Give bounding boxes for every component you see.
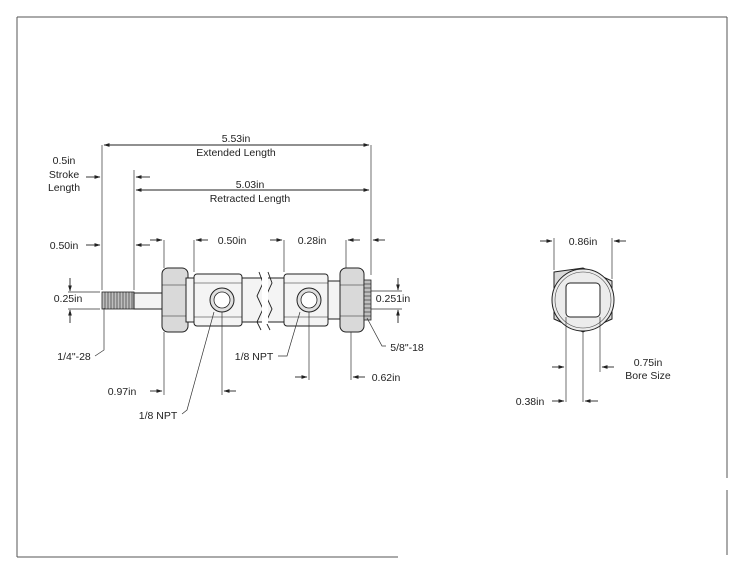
rear-port-callout: 1/8 NPT [235,351,274,363]
piston-rod [133,292,165,310]
rod-diameter: 0.25in [54,293,83,305]
bore-opening [565,282,601,318]
front-port-callout: 1/8 NPT [139,410,178,422]
stroke-label-line1: Stroke [49,169,80,181]
bore-size-value: 0.75in [634,357,663,369]
hex-width: 0.86in [569,236,598,248]
extended-length-label: Extended Length [196,147,276,159]
side-dimensions: 5.53in Extended Length 0.5in Stroke Leng… [48,133,424,422]
rear-nut [339,267,365,333]
sheet-border [16,16,728,558]
stroke-label-line2: Length [48,182,80,194]
cylinder-side-view [101,267,372,333]
port-spacing-right: 0.28in [298,235,327,247]
bore-size-label: Bore Size [625,370,671,382]
end-dimensions: 0.86in 0.75in Bore Size 0.38in [516,236,671,408]
center-offset: 0.38in [516,396,545,408]
retracted-length-value: 5.03in [236,179,265,191]
rear-port-offset: 0.62in [372,372,401,384]
port-spacing-left: 0.50in [218,235,247,247]
retracted-length-label: Retracted Length [210,193,291,205]
mount-thread-callout: 5/8"-18 [390,342,424,354]
stroke-value: 0.5in [53,155,76,167]
mount-bore: 0.251in [376,293,411,305]
front-port-offset: 0.97in [108,386,137,398]
cylinder-end-view [551,267,615,333]
extended-length-value: 5.53in [222,133,251,145]
front-nut [161,267,189,333]
rod-extension: 0.50in [50,240,79,252]
rod-thread-callout: 1/4"-28 [57,351,91,363]
